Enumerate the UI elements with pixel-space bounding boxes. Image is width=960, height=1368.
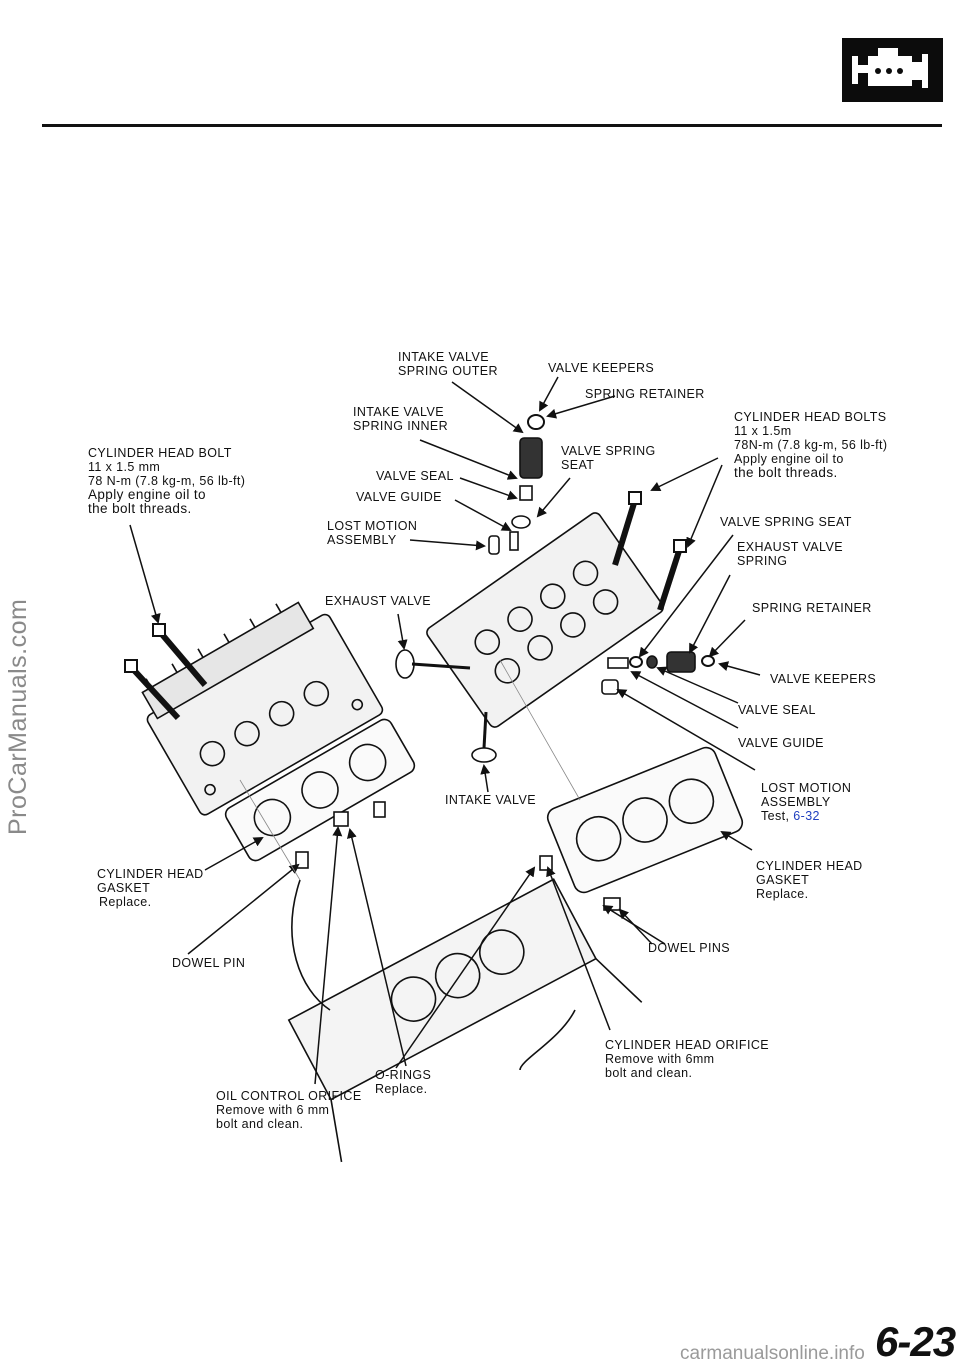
engine-section-icon <box>842 38 943 102</box>
label-spring-retainer-right: SPRING RETAINER <box>752 601 872 615</box>
label-intake-valve-spring-outer: INTAKE VALVE SPRING OUTER <box>398 350 498 378</box>
label-cyl-head-gasket-left: CYLINDER HEAD GASKET Replace. <box>97 867 204 909</box>
label-cyl-head-bolt-left: CYLINDER HEAD BOLT 11 x 1.5 mm 78 N-m (7… <box>88 446 246 516</box>
oil-control-orifice-part <box>333 811 349 827</box>
label-valve-spring-seat-top: VALVE SPRING SEAT <box>561 444 656 472</box>
label-intake-valve-spring-inner: INTAKE VALVE SPRING INNER <box>353 405 449 433</box>
label-valve-seal-top: VALVE SEAL <box>376 469 454 483</box>
intake-valve-stack <box>488 414 545 555</box>
label-valve-guide-right: VALVE GUIDE <box>738 736 824 750</box>
label-valve-spring-seat-right: VALVE SPRING SEAT <box>720 515 852 529</box>
link-test-6-32[interactable]: 6-32 <box>793 809 820 823</box>
label-lost-motion-right: LOST MOTION ASSEMBLY Test, 6-32 <box>761 781 852 823</box>
page-number: 6-23 <box>875 1318 956 1365</box>
exhaust-valve-part <box>395 649 471 679</box>
label-cyl-head-orifice: CYLINDER HEAD ORIFICE Remove with 6mm bo… <box>605 1038 769 1080</box>
exhaust-valve-stack <box>601 651 715 695</box>
label-oil-control-orifice: OIL CONTROL ORIFICE Remove with 6 mm bol… <box>216 1089 362 1131</box>
label-o-rings: O-RINGS Replace. <box>375 1068 432 1096</box>
left-gasket <box>224 718 416 862</box>
header-rule <box>42 124 942 127</box>
label-valve-keepers-right: VALVE KEEPERS <box>770 672 877 686</box>
label-valve-guide-top: VALVE GUIDE <box>356 490 442 504</box>
right-gasket <box>546 746 744 894</box>
footer-watermark: carmanualsonline.info <box>680 1343 865 1364</box>
label-spring-retainer-top: SPRING RETAINER <box>585 387 705 401</box>
label-dowel-pins: DOWEL PINS <box>648 941 731 955</box>
left-cylinder-head <box>141 601 384 816</box>
right-head-bolts <box>612 491 687 611</box>
right-cylinder-head <box>426 512 664 728</box>
label-dowel-pin: DOWEL PIN <box>172 956 246 970</box>
label-cyl-head-gasket-right: CYLINDER HEAD GASKET Replace. <box>756 859 863 901</box>
label-exhaust-valve-spring: EXHAUST VALVE SPRING <box>737 540 843 568</box>
label-cyl-head-bolts-right: CYLINDER HEAD BOLTS 11 x 1.5m 78N-m (7.8… <box>734 410 888 480</box>
label-valve-seal-right: VALVE SEAL <box>738 703 816 717</box>
engine-block <box>287 878 643 1163</box>
label-lost-motion-top: LOST MOTION ASSEMBLY <box>327 519 418 547</box>
left-head-bolts <box>124 623 208 721</box>
label-exhaust-valve: EXHAUST VALVE <box>325 594 431 608</box>
label-intake-valve: INTAKE VALVE <box>445 793 536 807</box>
intake-valve-part <box>471 711 497 763</box>
label-valve-keepers-top: VALVE KEEPERS <box>548 361 655 375</box>
